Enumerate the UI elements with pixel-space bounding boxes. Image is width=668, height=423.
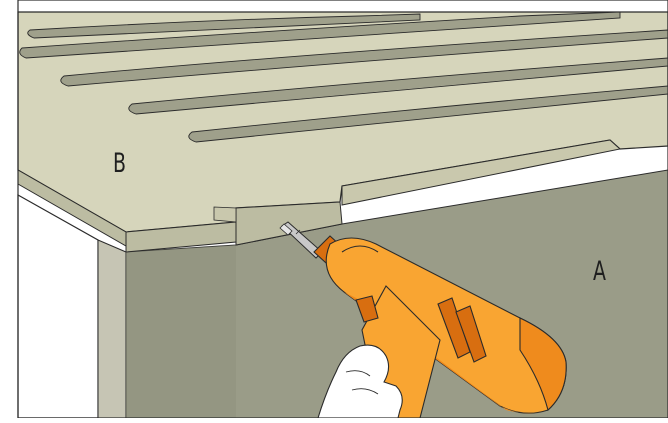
side-panel-a-shadow bbox=[126, 245, 236, 418]
panel-a-label: A bbox=[593, 258, 606, 285]
panel-joint-tab bbox=[214, 207, 236, 222]
inner-side-panel bbox=[98, 240, 126, 418]
panel-b-label: B bbox=[113, 150, 126, 177]
